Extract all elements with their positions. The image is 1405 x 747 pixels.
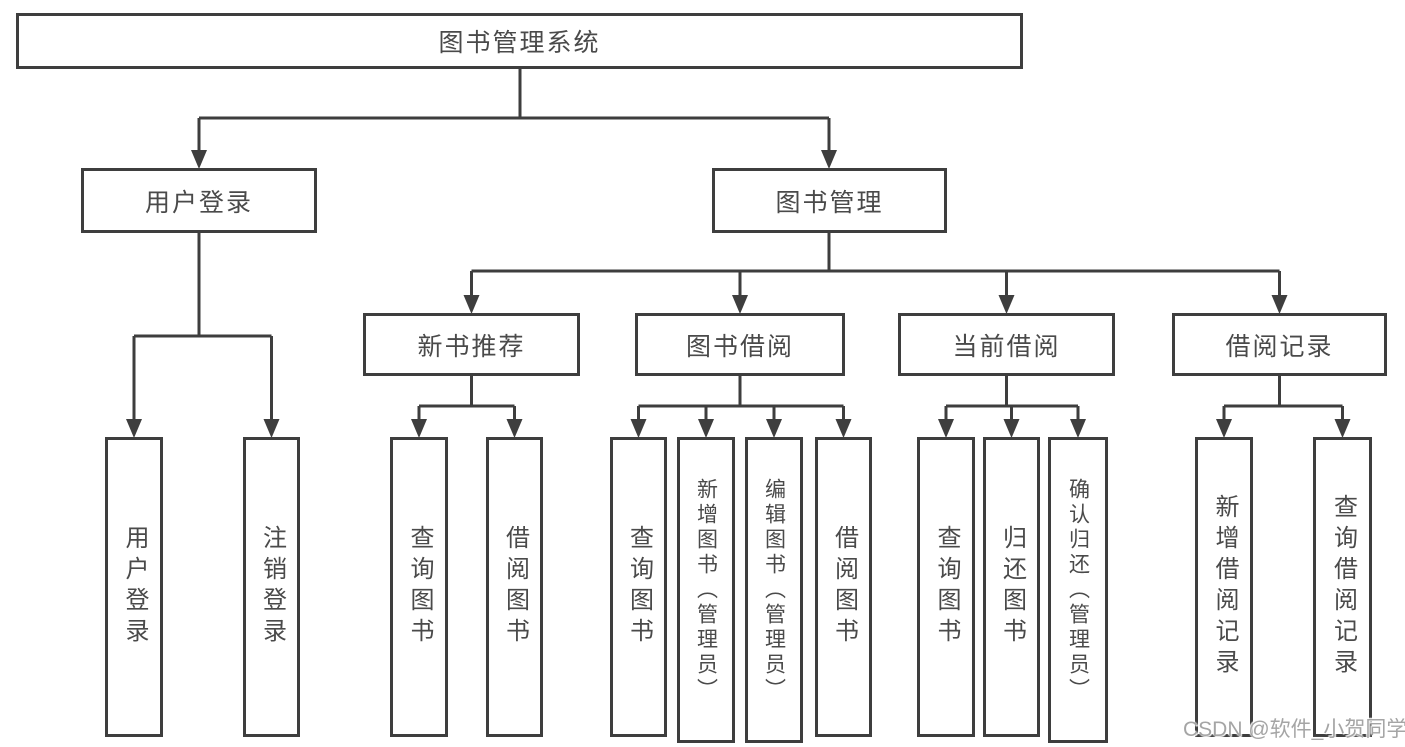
connector-current-borrow-to-children xyxy=(944,376,1080,421)
arrowhead-icon xyxy=(1334,419,1351,438)
node-new-book-recommendation: 新书推荐 xyxy=(363,313,580,376)
arrowhead-icon xyxy=(835,419,852,438)
arrowhead-icon xyxy=(191,150,207,169)
watermark: CSDN @软件_小贺同学 xyxy=(1183,718,1405,741)
arrowhead-icon xyxy=(1216,419,1232,438)
arrowhead-icon xyxy=(1271,295,1288,314)
leaf-query-books-recommend: 查询图书 xyxy=(390,437,448,737)
leaf-borrow-books: 借阅图书 xyxy=(815,437,872,737)
leaf-user-login: 用户登录 xyxy=(105,437,163,737)
leaf-logout: 注销登录 xyxy=(243,437,300,737)
node-current-borrowing: 当前借阅 xyxy=(898,313,1115,376)
leaf-return-books: 归还图书 xyxy=(983,437,1040,737)
connector-borrow-records-to-children xyxy=(1222,376,1344,421)
leaf-query-books-current: 查询图书 xyxy=(917,437,975,737)
arrowheads xyxy=(126,150,1351,438)
leaf-add-books-admin: 新增图书（管理员） xyxy=(677,437,735,743)
node-user-login: 用户登录 xyxy=(81,168,317,233)
arrowhead-icon xyxy=(411,419,427,438)
leaf-query-borrow-record: 查询借阅记录 xyxy=(1313,437,1372,737)
connector-paths xyxy=(132,69,1344,421)
arrowhead-icon xyxy=(506,419,523,438)
leaf-query-books-borrow: 查询图书 xyxy=(610,437,667,737)
connector-user-login-to-children xyxy=(132,233,273,421)
arrowhead-icon xyxy=(1070,419,1086,438)
arrowhead-icon xyxy=(263,419,280,438)
leaf-edit-books-admin: 编辑图书（管理员） xyxy=(745,437,803,743)
connector-new-book-to-children xyxy=(417,376,516,421)
arrowhead-icon xyxy=(938,419,954,438)
node-book-borrowing: 图书借阅 xyxy=(635,313,845,376)
connector-book-borrow-to-children xyxy=(637,376,845,421)
arrowhead-icon xyxy=(630,419,647,438)
leaf-confirm-return-admin: 确认归还（管理员） xyxy=(1048,437,1108,743)
arrowhead-icon xyxy=(126,419,142,438)
arrowhead-icon xyxy=(698,419,714,438)
node-library-management-system: 图书管理系统 xyxy=(16,13,1023,69)
node-book-management: 图书管理 xyxy=(712,168,947,233)
connector-book-mgmt-to-sections xyxy=(470,233,1281,297)
arrowhead-icon xyxy=(732,295,748,314)
arrowhead-icon xyxy=(1003,419,1020,438)
arrowhead-icon xyxy=(998,295,1015,314)
arrowhead-icon xyxy=(821,150,837,169)
arrowhead-icon xyxy=(463,295,480,314)
node-borrowing-records: 借阅记录 xyxy=(1172,313,1387,376)
leaf-borrow-books-recommend: 借阅图书 xyxy=(486,437,543,737)
arrowhead-icon xyxy=(766,419,782,438)
connector-root-to-level2 xyxy=(197,69,831,153)
leaf-add-borrow-record: 新增借阅记录 xyxy=(1195,437,1253,737)
